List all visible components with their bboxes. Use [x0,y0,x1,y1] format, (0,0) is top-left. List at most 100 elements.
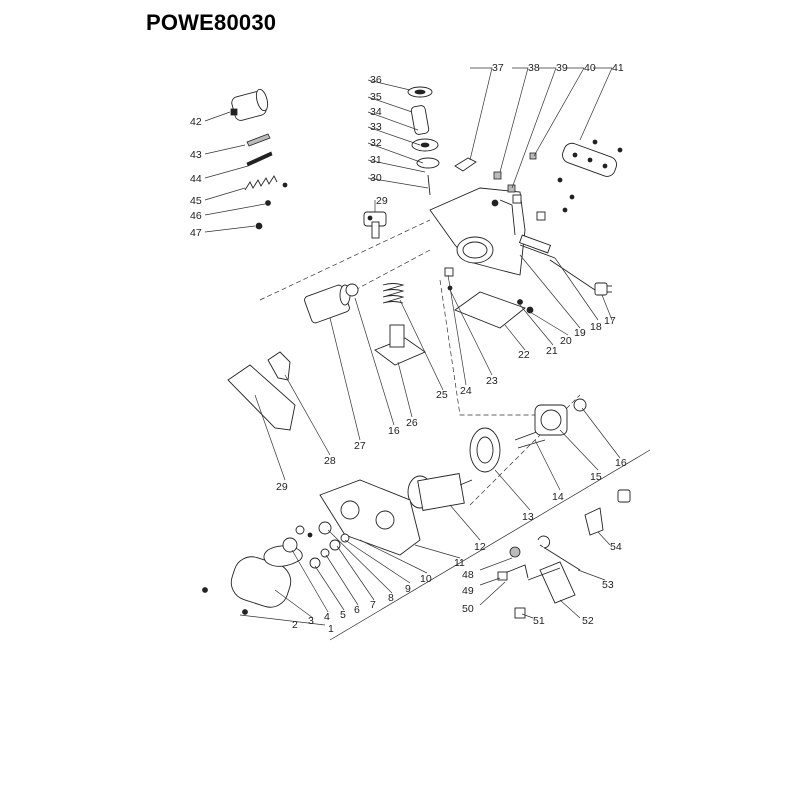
part-21-drawing [517,299,523,305]
part-28-drawing [267,351,291,381]
callout-28: 28 [324,455,336,467]
callout-20: 20 [560,335,572,347]
part-9-drawing [295,525,305,535]
callout-35: 34 [370,106,382,118]
part-screw-drawing [557,177,563,183]
part-12-drawing [407,473,473,511]
callout-1: 1 [328,623,334,635]
part-55-drawing [584,489,631,536]
part-screw-drawing [592,139,598,145]
callout-44: 43 [190,149,202,161]
callout-15: 15 [590,471,602,483]
part-52-drawing [514,607,526,619]
part-screw-drawing [242,609,248,615]
part-53-fence-drawing [527,561,576,604]
callout-9: 9 [405,583,411,595]
part-screw-drawing [282,182,288,188]
part-22-drawing [454,291,526,329]
callout-18: 18 [590,321,602,333]
part-4-drawing [309,557,321,569]
part-42-drawing [562,142,617,177]
callout-25: 25 [436,389,448,401]
part-2-belt-drawing [263,545,303,567]
model-number-title: POWE80030 [146,10,277,35]
callout-32: 31 [370,154,382,166]
callout-30: 29 [376,195,388,207]
part-5-drawing [320,548,330,558]
part-screw-drawing [562,207,568,213]
callout-42: 41 [612,62,624,74]
part-17-cable-drawing [549,259,596,291]
part-18-drawing [519,244,556,259]
callout-13: 13 [522,511,534,523]
part-3-drawing [282,537,298,553]
part-26-drawing [374,324,426,366]
callout-55: 54 [610,541,622,553]
part-7-drawing [340,533,350,543]
part-screw-drawing [617,147,623,153]
callout-14: 14 [552,491,564,503]
part-20-drawing [526,306,534,314]
callout-21: 21 [546,345,558,357]
part-46-drawing [244,175,278,191]
part-44-drawing [246,133,271,147]
part-49-drawing [509,546,521,558]
callout-39: 38 [528,62,540,74]
callout-4: 4 [324,611,330,623]
callout-3: 3 [308,615,314,627]
callout-23: 23 [486,375,498,387]
part-17-plug-drawing [594,282,612,296]
callout-6: 6 [354,604,360,616]
callout-27: 27 [354,440,366,452]
callout-45: 44 [190,173,202,185]
part-47-drawing [265,200,271,206]
part-screw-drawing [202,587,208,593]
callout-49: 48 [462,569,474,581]
callout-36: 35 [370,91,382,103]
part-43-drawing [230,88,269,121]
callout-7: 7 [370,599,376,611]
part-50-drawing [497,571,508,581]
callout-8: 8 [388,592,394,604]
part-48-drawing [255,222,263,230]
part-30-drawing [363,211,387,239]
callout-38: 37 [492,62,504,74]
part-15-drawing [534,404,568,436]
callout-34: 33 [370,121,382,133]
callout-labels: 42 43 44 45 46 47 36 35 34 33 32 31 30 2… [190,62,627,635]
part-8-drawing [318,521,332,535]
callout-17: 17 [604,315,616,327]
part-6-drawing [329,539,341,551]
part-24-drawing [444,267,454,277]
part-38-drawing [454,157,477,172]
callout-12: 12 [474,541,486,553]
leader-lines [204,67,621,626]
part-16-drawing [345,283,359,297]
callout-43: 42 [190,116,202,128]
part-10-drawing [307,532,313,538]
assembly-guide-line [439,279,560,416]
callout-51: 50 [462,603,474,615]
callout-5: 5 [340,609,346,621]
part-27-drawing [304,284,351,324]
callout-26: 26 [406,417,418,429]
callout-50: 49 [462,585,474,597]
part-39-drawing [493,171,502,180]
callout-24: 24 [460,385,472,397]
callout-29: 29 [276,481,288,493]
assembly-guide-line [259,219,431,301]
part-54-wrench-drawing [537,535,581,571]
callout-33: 32 [370,137,382,149]
callout-46: 45 [190,195,202,207]
callout-40: 39 [556,62,568,74]
callout-11: 11 [454,557,465,569]
part-small-block-drawing [536,211,546,221]
callout-31: 30 [370,172,382,184]
parts-group [202,86,651,641]
part-13-drawing [476,436,494,464]
callout-53: 52 [582,615,594,627]
callout-52: 51 [533,615,545,627]
part-45-drawing [246,151,273,167]
